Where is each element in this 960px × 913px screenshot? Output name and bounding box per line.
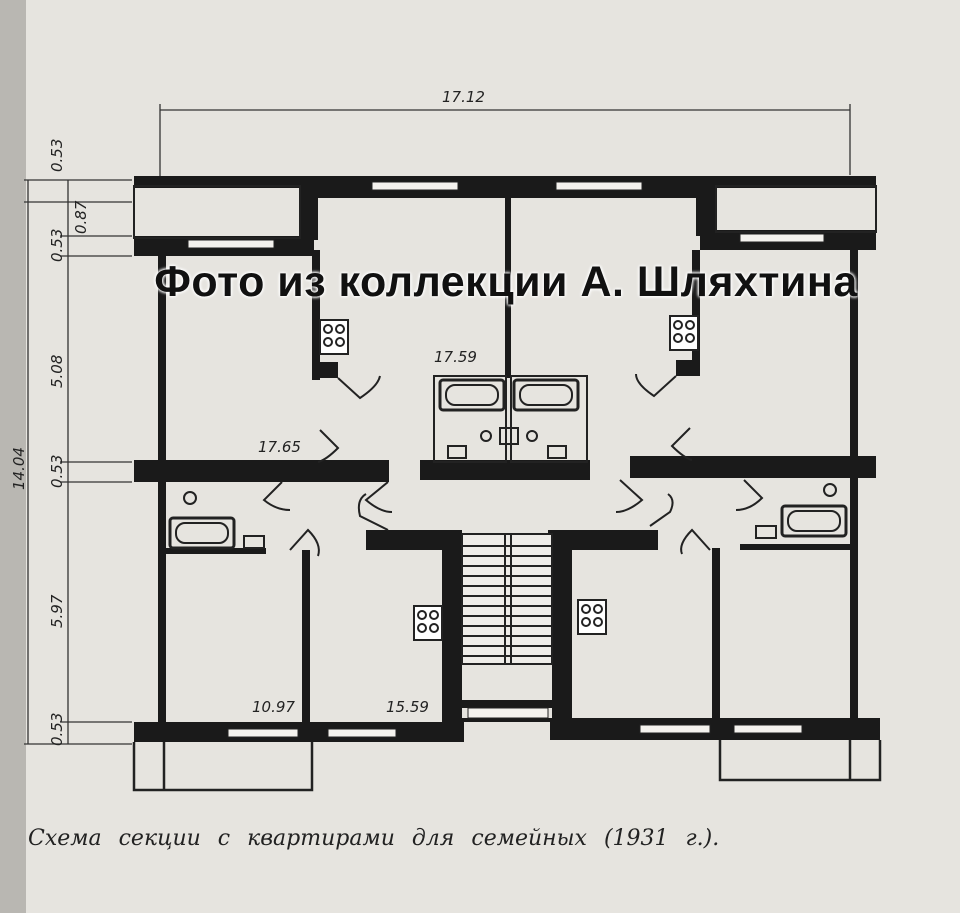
dim-overall-width: 17.12 bbox=[442, 88, 485, 106]
upper-balconies bbox=[133, 185, 877, 239]
dim-overall-depth: 14.04 bbox=[10, 447, 28, 490]
area-upper-left: 17.65 bbox=[258, 438, 301, 456]
area-upper-center: 17.59 bbox=[434, 348, 477, 366]
dim-v-5: 0.53 bbox=[48, 455, 66, 488]
dim-v-7: 0.53 bbox=[48, 713, 66, 746]
watermark-text: Фото из коллекции А. Шляхтина bbox=[154, 258, 858, 306]
bathroom-fixtures bbox=[168, 375, 848, 550]
dim-v-2: 0.87 bbox=[72, 200, 90, 234]
dimension-lines bbox=[24, 104, 851, 745]
dim-v-4: 5.08 bbox=[48, 355, 66, 388]
figure-caption: Схема секции с квартирами для семейных (… bbox=[28, 826, 720, 851]
staircase bbox=[461, 533, 553, 665]
dim-v-3: 0.53 bbox=[48, 229, 66, 262]
windows bbox=[187, 181, 825, 738]
dim-v-1: 0.53 bbox=[48, 139, 66, 172]
area-lower-left: 10.97 bbox=[252, 698, 295, 716]
dim-v-6: 5.97 bbox=[48, 594, 66, 628]
balconies bbox=[132, 740, 882, 792]
area-lower-center: 15.59 bbox=[386, 698, 429, 716]
scan-edge-shadow bbox=[0, 0, 26, 913]
door-swings bbox=[262, 373, 764, 557]
